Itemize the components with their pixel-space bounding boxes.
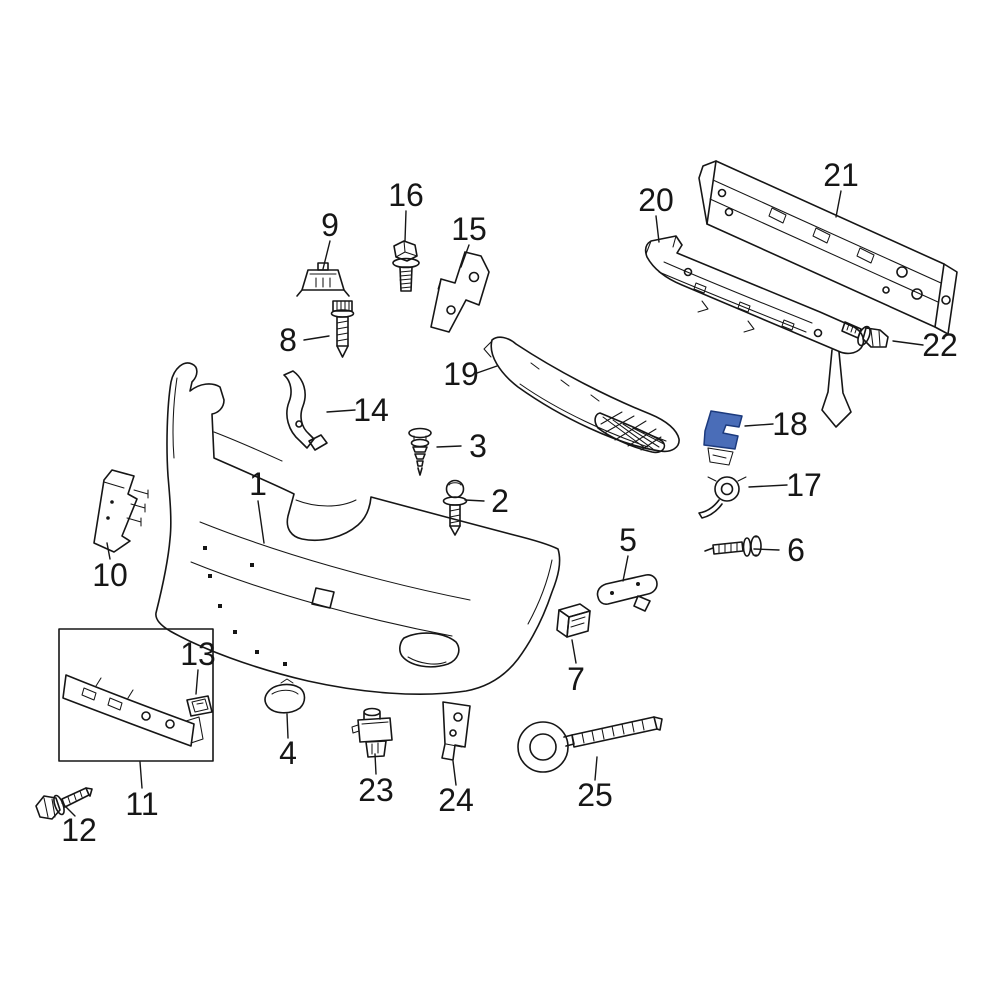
part-art-energy-absorber[interactable] (644, 235, 865, 428)
part-label-5[interactable]: 5 (619, 522, 637, 558)
part-label-3[interactable]: 3 (469, 428, 487, 464)
part-art-flange-bolt-22[interactable] (841, 321, 889, 348)
part-art-side-support[interactable] (93, 469, 149, 553)
part-art-sensor-bracket[interactable] (441, 701, 471, 761)
part-art-screw-2[interactable] (442, 479, 468, 536)
part-art-park-sensor[interactable] (351, 707, 393, 758)
part-art-flange-bolt-16[interactable] (392, 240, 420, 292)
part-label-21[interactable]: 21 (823, 157, 859, 193)
part-label-4[interactable]: 4 (279, 735, 297, 771)
part-art-bumper-bracket-highlighted[interactable] (703, 410, 743, 466)
part-label-12[interactable]: 12 (61, 812, 97, 848)
part-art-bolt-12[interactable] (35, 787, 93, 820)
part-label-9[interactable]: 9 (321, 207, 339, 243)
part-art-retainer-5[interactable] (596, 574, 658, 612)
part-art-screw-6[interactable] (704, 535, 762, 557)
part-label-1[interactable]: 1 (249, 466, 267, 502)
part-art-side-retainer[interactable] (283, 370, 328, 451)
part-label-6[interactable]: 6 (787, 532, 805, 568)
part-art-support-bracket[interactable] (430, 251, 490, 333)
part-label-13[interactable]: 13 (180, 636, 216, 672)
part-label-11[interactable]: 11 (125, 786, 159, 822)
part-art-impact-bar[interactable] (698, 160, 958, 335)
part-art-grommet[interactable] (698, 476, 747, 519)
part-label-23[interactable]: 23 (358, 772, 394, 808)
part-art-guide-clip[interactable] (296, 262, 350, 297)
part-art-clip-13[interactable] (186, 695, 213, 717)
part-art-license-plate-bracket[interactable] (58, 628, 214, 762)
part-label-7[interactable]: 7 (567, 661, 585, 697)
part-art-lower-grille[interactable] (483, 336, 680, 454)
part-label-17[interactable]: 17 (786, 467, 822, 503)
part-art-push-retainer[interactable] (408, 427, 432, 476)
part-label-19[interactable]: 19 (443, 356, 479, 392)
part-label-22[interactable]: 22 (922, 327, 958, 363)
part-label-24[interactable]: 24 (438, 782, 474, 818)
highlighted-part-shape[interactable] (703, 410, 743, 450)
part-art-screw-8[interactable] (330, 300, 355, 358)
part-label-10[interactable]: 10 (92, 557, 128, 593)
part-art-hole-cover[interactable] (264, 678, 306, 714)
part-label-2[interactable]: 2 (491, 483, 509, 519)
part-art-tow-hook[interactable] (517, 716, 663, 773)
part-label-18[interactable]: 18 (772, 406, 808, 442)
part-label-15[interactable]: 15 (451, 211, 487, 247)
part-art-clip-7[interactable] (556, 603, 591, 638)
part-label-14[interactable]: 14 (353, 392, 389, 428)
part-label-16[interactable]: 16 (388, 177, 424, 213)
part-label-25[interactable]: 25 (577, 777, 613, 813)
part-art-bumper-cover[interactable] (155, 362, 561, 695)
part-label-8[interactable]: 8 (279, 322, 297, 358)
part-label-20[interactable]: 20 (638, 182, 674, 218)
